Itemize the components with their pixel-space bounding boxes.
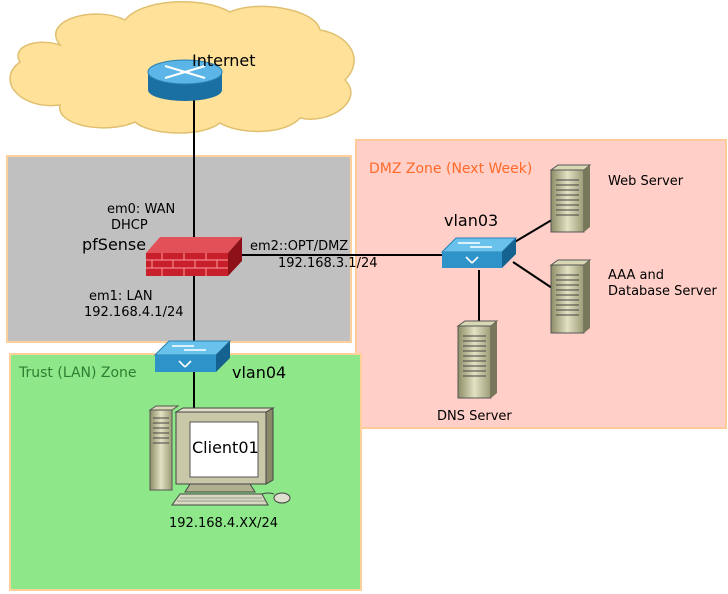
network-links	[193, 100, 556, 410]
aaa-server-icon	[549, 259, 592, 334]
wan-interface-label: em0: WAN	[107, 202, 176, 217]
dmz-zone	[355, 139, 727, 429]
web-server-link	[512, 217, 556, 244]
internet-label: Internet	[192, 51, 256, 70]
dmz-switch-icon	[440, 237, 518, 268]
lan-interface-label: em1: LAN	[89, 289, 153, 304]
lan-zone-label: Trust (LAN) Zone	[19, 365, 137, 381]
lan-interface-ip: 192.168.4.1/24	[84, 305, 184, 320]
workstation-icon	[148, 405, 291, 506]
lan-switch-icon	[153, 340, 232, 372]
aaa-server-label-line2: Database Server	[608, 284, 717, 299]
web-server-label: Web Server	[608, 174, 684, 189]
client-ip: 192.168.4.XX/24	[169, 516, 279, 531]
pfsense-name: pfSense	[82, 235, 147, 254]
web-server-icon	[549, 164, 592, 233]
lan-switch-label: vlan04	[232, 363, 287, 382]
router-icon	[147, 59, 223, 101]
dns-server-label: DNS Server	[437, 409, 512, 424]
wan-mode-label: DHCP	[111, 218, 148, 233]
dmz-interface-ip: 192.168.3.1/24	[278, 256, 378, 271]
firewall-icon	[146, 237, 242, 276]
aaa-server-label-line1: AAA and	[608, 268, 664, 283]
dmz-interface-label: em2::OPT/DMZ	[250, 239, 349, 254]
dmz-switch-label: vlan03	[444, 211, 499, 230]
dmz-zone-label: DMZ Zone (Next Week)	[369, 161, 533, 177]
aaa-server-link	[512, 261, 556, 291]
client-name: Client01	[192, 438, 259, 457]
dns-server-icon	[456, 320, 499, 399]
